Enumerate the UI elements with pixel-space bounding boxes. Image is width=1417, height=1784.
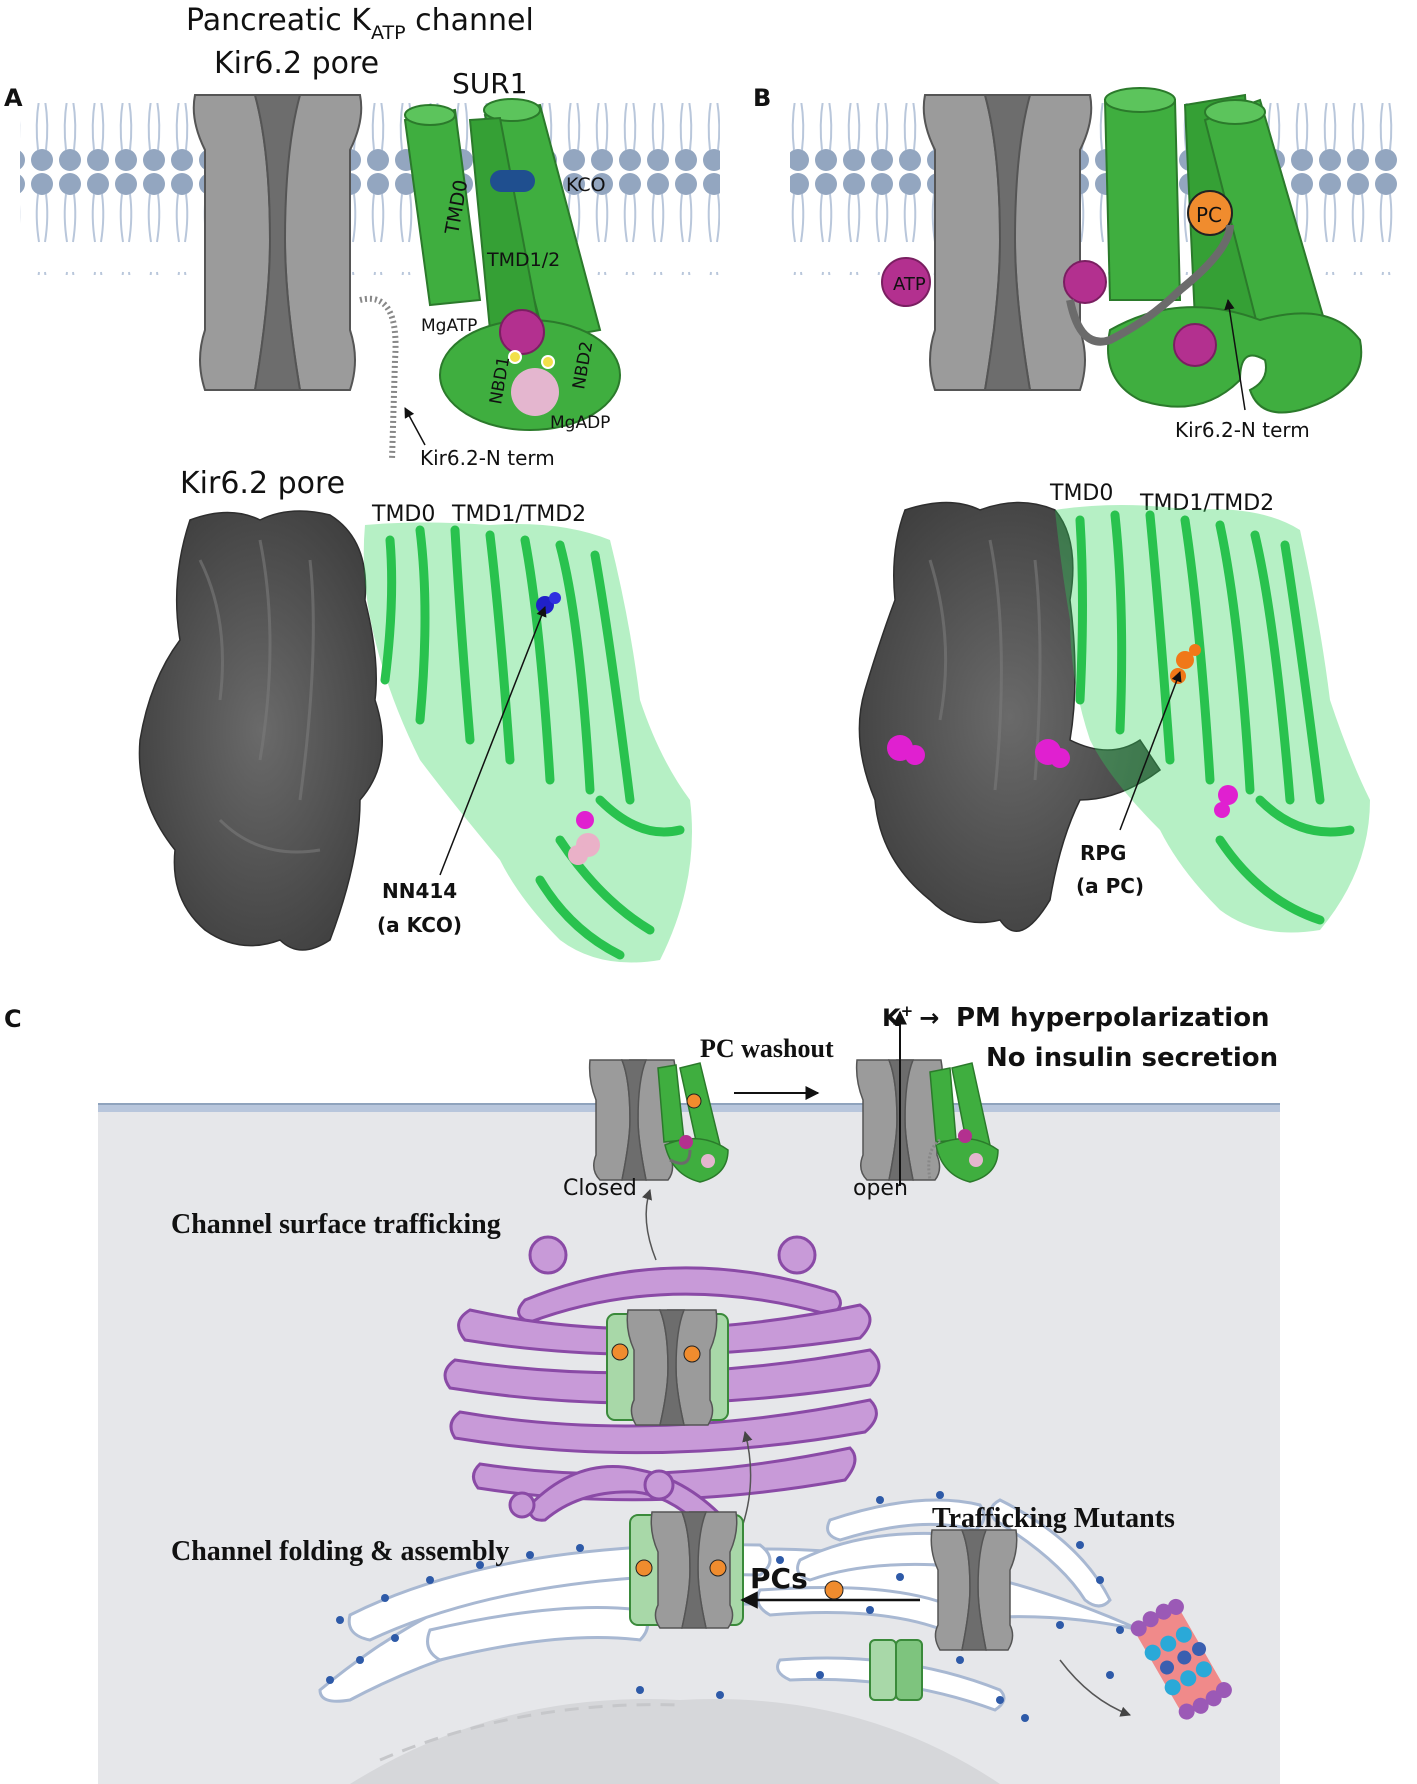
no-insulin-label: No insulin secretion (986, 1043, 1278, 1073)
pc-molecule (824, 1580, 844, 1600)
open-channel-pm (855, 1059, 999, 1183)
sur1-ribbon-structure-b (1055, 505, 1370, 933)
panel-a-label: A (4, 84, 23, 112)
panel-a-membrane (20, 103, 720, 275)
nn414-label: NN414 (382, 879, 457, 903)
struct-pore-label-a: Kir6.2 pore (180, 466, 345, 501)
struct-tmd0-label-a: TMD0 (371, 502, 435, 527)
kir62-pore-cartoon-b (922, 94, 1093, 391)
title-line2: Kir6.2 pore (214, 46, 379, 81)
golgi-channel (606, 1309, 729, 1426)
nterm-arrow-a (404, 407, 426, 446)
kco-label: KCO (566, 174, 606, 196)
sur1-label: SUR1 (452, 67, 528, 100)
atp-label-b: ATP (893, 274, 926, 295)
trafficking-mutant-channel (930, 1529, 1018, 1651)
rpg-arrow (1119, 671, 1182, 831)
kir62-surface-structure-a (138, 510, 384, 951)
surface-arrow (642, 1189, 657, 1261)
panel-b-label: B (753, 84, 771, 112)
mgadp-label: MgADP (550, 413, 610, 433)
nn414-sub-label: (a KCO) (377, 913, 462, 937)
kir-nterm-tail-a (359, 295, 399, 461)
folding-assembly-label: Channel folding & assembly (171, 1536, 509, 1567)
closed-channel-pm (588, 1059, 729, 1183)
title-line1: Pancreatic KATP channel (186, 3, 534, 44)
struct-tmd12-label-b: TMD1/TMD2 (1139, 491, 1274, 516)
nterm-arrow-b (1224, 298, 1246, 411)
sur1-free-subunit (869, 1639, 923, 1701)
nterm-label-a: Kir6.2-N term (420, 446, 555, 470)
kir62-surface-structure-b (858, 501, 1162, 932)
kir62-pore-cartoon-a (192, 94, 363, 391)
sur1-ribbon-structure-a (363, 522, 692, 963)
er-channel (629, 1511, 744, 1629)
proteasome-icon (1130, 1598, 1232, 1720)
rpg-sub-label: (a PC) (1076, 874, 1144, 898)
panel-b-membrane (790, 103, 1400, 275)
rpg-label: RPG (1080, 841, 1126, 865)
struct-tmd12-label-a: TMD1/TMD2 (451, 502, 586, 527)
nn414-arrow (439, 606, 547, 876)
k-ion-label: K+→ (882, 1002, 939, 1032)
sur1-cartoon-a (403, 98, 621, 431)
hyperpolarization-label: PM hyperpolarization (956, 1003, 1270, 1033)
sur1-cartoon-b (881, 87, 1363, 414)
kir-nterm-tail-b (1066, 224, 1234, 346)
tmd12-label: TMD1/2 (486, 249, 560, 271)
pc-label-b: PC (1196, 203, 1222, 227)
panel-c-label: C (4, 1005, 22, 1033)
open-label: open (853, 1176, 908, 1201)
mgatp-label: MgATP (421, 316, 477, 336)
pcs-label: PCs (750, 1562, 808, 1595)
pc-washout-label: PC washout (700, 1034, 834, 1063)
degradation-arrow (1059, 1659, 1131, 1717)
nterm-label-b: Kir6.2-N term (1175, 418, 1310, 442)
trafficking-mutants-label: Trafficking Mutants (932, 1503, 1175, 1534)
closed-label: Closed (563, 1176, 637, 1201)
struct-tmd0-label-b: TMD0 (1049, 481, 1113, 506)
surface-trafficking-label: Channel surface trafficking (171, 1209, 501, 1240)
